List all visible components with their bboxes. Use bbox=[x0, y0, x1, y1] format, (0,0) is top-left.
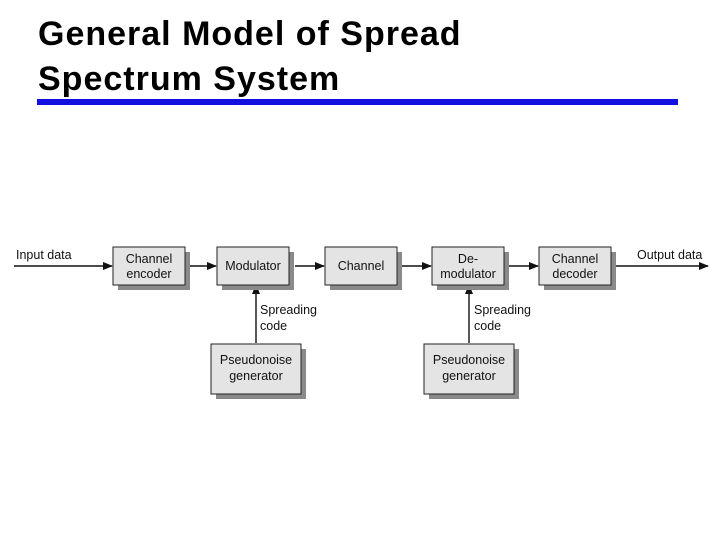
channel-decoder-label-1: Channel bbox=[552, 252, 599, 266]
demodulator-label-1: De- bbox=[458, 252, 478, 266]
pn-generator-tx-label-1: Pseudonoise bbox=[220, 353, 292, 367]
title-underline bbox=[37, 99, 678, 105]
channel-encoder-block: Channel encoder bbox=[112, 246, 190, 290]
pn-generator-rx-label-2: generator bbox=[442, 369, 496, 383]
demodulator-label-2: modulator bbox=[440, 267, 496, 281]
input-data-label: Input data bbox=[16, 248, 72, 262]
output-data-label: Output data bbox=[637, 248, 702, 262]
title-line-1: General Model of Spread bbox=[38, 15, 462, 53]
spreading-code-tx-label-2: code bbox=[260, 319, 287, 333]
page-title: General Model of Spread Spectrum System bbox=[38, 12, 678, 102]
channel-encoder-label-1: Channel bbox=[126, 252, 173, 266]
pn-generator-rx-label-1: Pseudonoise bbox=[433, 353, 505, 367]
pn-generator-tx-block: Pseudonoise generator bbox=[210, 343, 306, 399]
title-line-2: Spectrum System bbox=[38, 60, 341, 98]
channel-encoder-label-2: encoder bbox=[126, 267, 171, 281]
channel-decoder-label-2: decoder bbox=[552, 267, 597, 281]
channel-block: Channel bbox=[324, 246, 402, 290]
spreading-code-rx-label-2: code bbox=[474, 319, 501, 333]
spreading-code-rx-label-1: Spreading bbox=[474, 303, 531, 317]
pn-generator-rx-block: Pseudonoise generator bbox=[423, 343, 519, 399]
pn-generator-tx-label-2: generator bbox=[229, 369, 283, 383]
spreading-code-tx-label-1: Spreading bbox=[260, 303, 317, 317]
channel-label: Channel bbox=[338, 259, 385, 273]
channel-decoder-block: Channel decoder bbox=[538, 246, 616, 290]
modulator-block: Modulator bbox=[216, 246, 294, 290]
demodulator-block: De- modulator bbox=[431, 246, 509, 290]
modulator-label: Modulator bbox=[225, 259, 281, 273]
